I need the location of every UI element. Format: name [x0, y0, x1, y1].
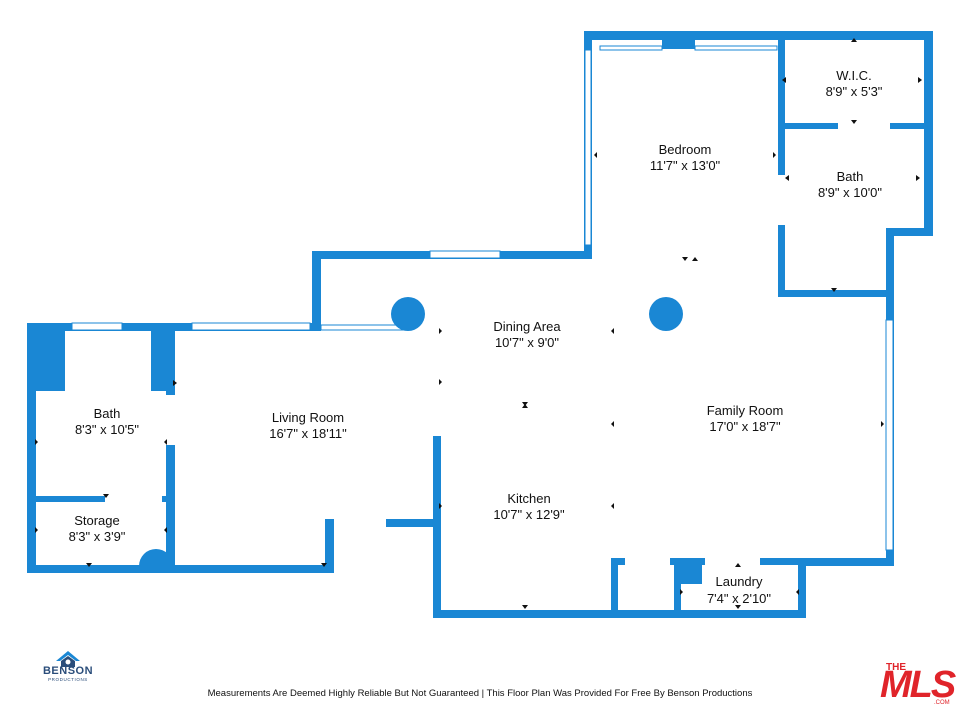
room-name-laundry: Laundry — [716, 574, 763, 589]
room-name-dining: Dining Area — [493, 319, 561, 334]
windows — [71, 38, 894, 551]
room-dims-kitchen: 10'7" x 12'9" — [493, 507, 565, 522]
room-name-wic: W.I.C. — [836, 68, 871, 83]
room-name-bath: Bath — [94, 406, 121, 421]
room-dims-wic: 8'9" x 5'3" — [826, 84, 883, 99]
room-dims-laundry: 7'4" x 2'10" — [707, 591, 771, 606]
room-dims-storage: 8'3" x 3'9" — [69, 529, 126, 544]
room-labels: W.I.C. 8'9" x 5'3" Bedroom 11'7" x 13'0"… — [69, 68, 883, 606]
room-name-master-bath: Bath — [837, 169, 864, 184]
footer-disclaimer: Measurements Are Deemed Highly Reliable … — [207, 688, 753, 699]
room-name-family: Family Room — [707, 403, 784, 418]
room-name-storage: Storage — [74, 513, 120, 528]
interior-walls — [27, 31, 933, 618]
room-name-living: Living Room — [272, 410, 344, 425]
room-dims-bath: 8'3" x 10'5" — [75, 422, 139, 437]
benson-logo: BENSON PRODUCTIONS — [36, 648, 100, 688]
room-name-kitchen: Kitchen — [507, 491, 550, 506]
dimension-markers — [35, 38, 922, 609]
fixtures — [139, 297, 683, 566]
room-dims-bedroom: 11'7" x 13'0" — [650, 158, 721, 173]
room-dims-master-bath: 8'9" x 10'0" — [818, 185, 882, 200]
door-openings — [105, 122, 890, 566]
water-heater — [139, 549, 173, 566]
mls-com: .COM — [934, 700, 950, 706]
room-dims-living: 16'7" x 18'11" — [269, 426, 347, 441]
column-dining — [391, 297, 425, 331]
mls-main: MLS — [880, 664, 956, 706]
benson-sub: PRODUCTIONS — [48, 677, 88, 682]
room-name-bedroom: Bedroom — [659, 142, 712, 157]
room-dims-dining: 10'7" x 9'0" — [495, 335, 559, 350]
mls-the: THE — [886, 662, 906, 673]
room-dims-family: 17'0" x 18'7" — [709, 419, 781, 434]
mls-logo: MLS THE .COM — [878, 660, 958, 710]
house-icon — [56, 651, 80, 667]
column-family — [649, 297, 683, 331]
benson-name: BENSON — [42, 665, 94, 677]
